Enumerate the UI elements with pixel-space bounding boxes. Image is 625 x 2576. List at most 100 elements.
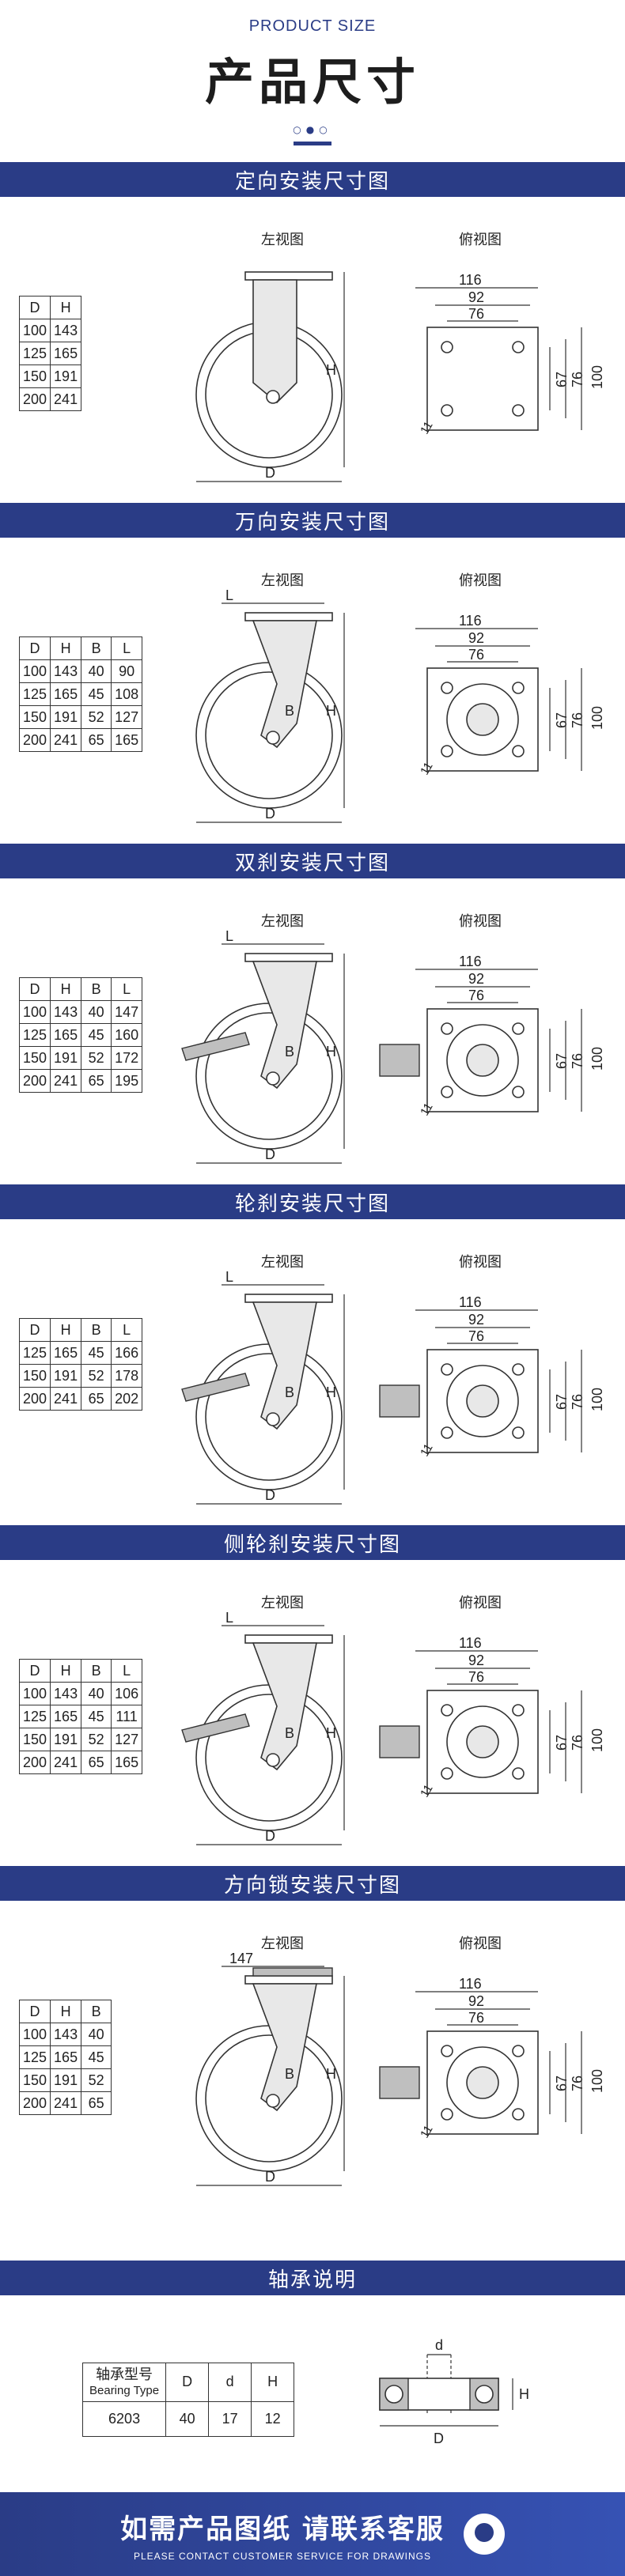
footer-main-text: 如需产品图纸 请联系客服 [120, 2513, 445, 2545]
brake-pedal [181, 1032, 250, 1061]
mount-hole [512, 1363, 525, 1376]
dim-76-label: 76 [468, 1328, 484, 1344]
footer-sub-text: PLEASE CONTACT CUSTOMER SERVICE FOR DRAW… [133, 2550, 432, 2562]
table-cell: 52 [81, 1046, 112, 1070]
table-cell: 241 [50, 728, 82, 752]
section-title-bar: 双刹安装尺寸图 [0, 844, 625, 878]
l-dim-label: L [225, 1269, 233, 1285]
table-cell: 191 [50, 705, 82, 729]
bearing-header-type: 轴承型号 Bearing Type [81, 2363, 167, 2402]
dim-67-label: 67 [554, 1394, 570, 1410]
table-header-cell: D [18, 977, 51, 1001]
bearing-ball-left [384, 2385, 403, 2404]
bearing-h-label: H [519, 2386, 529, 2402]
table-cell: 150 [18, 1728, 51, 1751]
bearing-section: 轴承说明 轴承型号 Bearing Type D d H 6203 40 17 … [0, 2261, 625, 2492]
table-cell: 100 [18, 319, 51, 342]
table-header-cell: D [18, 636, 51, 660]
hole-dim-label: 11 [418, 1441, 436, 1459]
mount-hole [512, 1022, 525, 1035]
table-cell: 52 [81, 2068, 112, 2092]
table-cell: 178 [111, 1364, 143, 1388]
wheel-rim [205, 2034, 333, 2162]
mount-hole [512, 2108, 525, 2121]
wheel-rim [205, 671, 333, 799]
h-dim-label: H [326, 362, 336, 378]
table-cell: 165 [50, 342, 82, 365]
table-cell: 65 [81, 1069, 112, 1093]
footer-banner[interactable]: 如需产品图纸 请联系客服 PLEASE CONTACT CUSTOMER SER… [0, 2492, 625, 2576]
dim-76v-label: 76 [570, 1735, 585, 1751]
table-cell: 165 [50, 1023, 82, 1047]
brake-top [379, 1725, 420, 1758]
dim-76v-label: 76 [570, 712, 585, 728]
table-cell: 200 [18, 1069, 51, 1093]
table-cell: 150 [18, 364, 51, 388]
mount-hole [512, 1767, 525, 1780]
bearing-cell-h: 12 [251, 2400, 295, 2437]
table-cell: 150 [18, 1046, 51, 1070]
bearing-header-d-outer: D [165, 2363, 210, 2402]
king-pin [466, 2066, 499, 2099]
mount-hole [441, 1426, 453, 1439]
bearing-header-cn: 轴承型号 [96, 2366, 153, 2382]
table-cell: 147 [111, 1000, 143, 1024]
table-cell: 200 [18, 728, 51, 752]
table-cell: 200 [18, 387, 51, 411]
axle [266, 390, 280, 404]
bearing-cell-type: 6203 [81, 2400, 167, 2437]
table-header-cell: H [50, 1318, 82, 1342]
hole-dim-label: 11 [418, 419, 436, 436]
table-cell: 143 [50, 1682, 82, 1705]
wheel-rim [205, 1012, 333, 1140]
mount-hole [441, 745, 453, 757]
table-header-cell: D [18, 1659, 51, 1683]
table-cell: 143 [50, 1000, 82, 1024]
headset-icon[interactable] [463, 2514, 505, 2555]
table-cell: 241 [50, 2091, 82, 2115]
table-cell: 45 [81, 1705, 112, 1728]
brake-pedal [181, 1373, 250, 1402]
table-header-cell: L [111, 1659, 143, 1683]
axle [266, 2094, 280, 2108]
label-top-view: 俯视图 [459, 1254, 502, 1271]
fork [252, 1642, 317, 1771]
mount-hole [441, 1086, 453, 1098]
dim-76v-label: 76 [570, 1053, 585, 1069]
table-cell: 125 [18, 1705, 51, 1728]
table-cell: 127 [111, 705, 143, 729]
label-top-view: 俯视图 [459, 232, 502, 248]
b-dim-label: B [285, 2066, 294, 2082]
bearing-d-label: d [435, 2337, 443, 2353]
table-cell: 241 [50, 1069, 82, 1093]
table-cell: 52 [81, 705, 112, 729]
dim-67-label: 67 [554, 372, 570, 387]
bearing-body: 轴承型号 Bearing Type D d H 6203 40 17 12 d [0, 2295, 625, 2492]
axle [266, 731, 280, 745]
mount-hole [441, 1363, 453, 1376]
h-dim-label: H [326, 1725, 336, 1741]
table-header-cell: D [18, 1318, 51, 1342]
table-cell: 200 [18, 1387, 51, 1411]
dim-92-label: 92 [468, 1312, 484, 1328]
